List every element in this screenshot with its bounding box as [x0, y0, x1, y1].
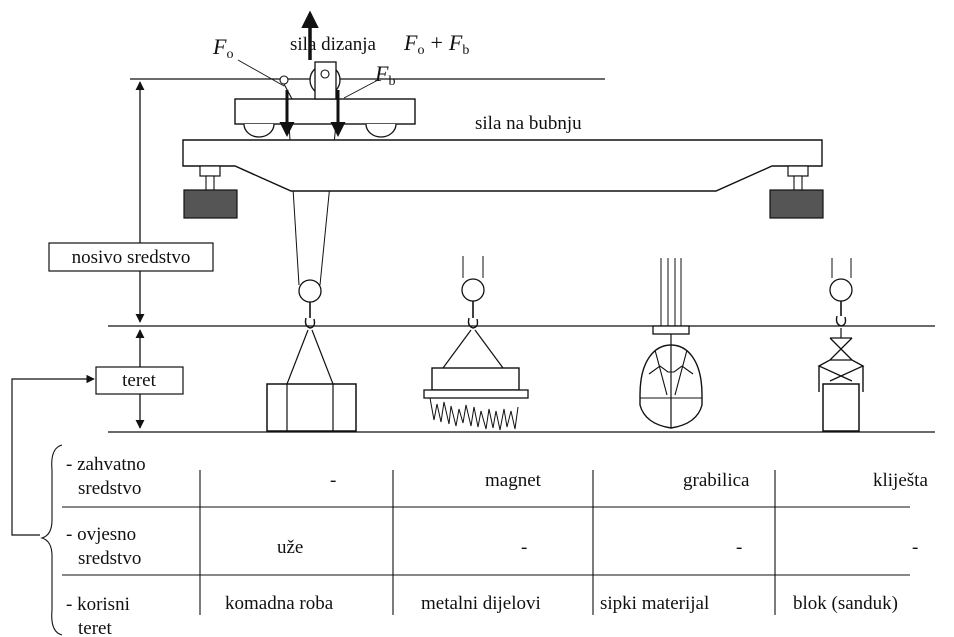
load-label: teret	[122, 370, 156, 391]
cell-suspension-tongs: -	[912, 537, 918, 558]
cell-payload-tongs: blok (sanduk)	[793, 593, 898, 614]
trolley-wheel-left	[243, 123, 275, 138]
crate-outline	[266, 383, 357, 432]
end-truck-right-axle	[793, 175, 803, 191]
table-left-brace	[40, 444, 63, 636]
block-box	[822, 383, 860, 432]
hook-pulley-2	[461, 278, 485, 302]
cell-grip-tongs: kliješta	[873, 470, 928, 491]
hook-pulley-4	[829, 278, 853, 302]
hook-2	[467, 317, 479, 329]
sling-left-1	[286, 329, 309, 385]
magnet-body	[431, 367, 520, 391]
end-truck-right-connector	[787, 165, 809, 177]
cell-grip-grab: grabilica	[683, 470, 750, 491]
row-header-payload-1: - korisni	[66, 594, 130, 615]
end-truck-right-block	[769, 189, 824, 219]
cell-suspension-magnet: -	[521, 537, 527, 558]
cell-payload-magnet: metalni dijelovi	[421, 593, 541, 614]
hook-4	[835, 315, 847, 327]
trolley-frame	[234, 98, 416, 125]
trolley-wheel-right	[365, 123, 397, 138]
lift-force-formula: Fo+Fb	[403, 30, 469, 58]
load-case-tongs	[817, 258, 865, 432]
row-header-grip-2: sredstvo	[78, 478, 141, 499]
row-header-grip-1: - zahvatno	[66, 454, 146, 475]
fo-leader-line	[237, 59, 285, 87]
end-truck-left-axle	[205, 175, 215, 191]
hook-pulley-1	[298, 279, 322, 303]
drum-force-label: sila na bubnju	[475, 113, 582, 134]
load-case-grab	[639, 258, 703, 429]
row-header-suspension-2: sredstvo	[78, 548, 141, 569]
rope-anchor	[279, 75, 289, 85]
load-case-magnet	[423, 256, 529, 431]
cell-payload-grab: sipki materijal	[600, 593, 709, 614]
force-fo-symbol: Fo	[212, 34, 233, 62]
lift-force-label: sila dizanja	[290, 34, 377, 55]
hook-1	[304, 317, 316, 329]
drum-axle	[320, 69, 330, 79]
bracket-connector	[11, 374, 95, 536]
sling-right-1	[311, 329, 334, 385]
bridge-girder	[182, 139, 823, 192]
magnet-plate	[423, 389, 529, 399]
cell-suspension-grab: -	[736, 537, 742, 558]
row-header-suspension-1: - ovjesno	[66, 524, 136, 545]
fb-leader-line	[343, 79, 379, 99]
row-header-payload-2: teret	[78, 618, 112, 637]
end-truck-left-block	[183, 189, 238, 219]
load-case-crate	[266, 279, 357, 432]
cell-grip-crate: -	[330, 470, 336, 491]
rope-drum-housing	[314, 61, 337, 100]
end-truck-left-connector	[199, 165, 221, 177]
load-handling-label: nosivo sredstvo	[72, 247, 191, 268]
metal-scrap	[429, 397, 519, 431]
cell-payload-crate: komadna roba	[225, 593, 334, 614]
load-handling-label-box	[48, 242, 214, 272]
load-label-box	[95, 366, 184, 395]
cell-suspension-crate: uže	[277, 537, 303, 558]
force-fb-symbol: Fb	[374, 61, 395, 89]
tongs-scissor	[817, 337, 865, 382]
grab-crosshead	[652, 325, 690, 335]
cell-grip-magnet: magnet	[485, 470, 542, 491]
